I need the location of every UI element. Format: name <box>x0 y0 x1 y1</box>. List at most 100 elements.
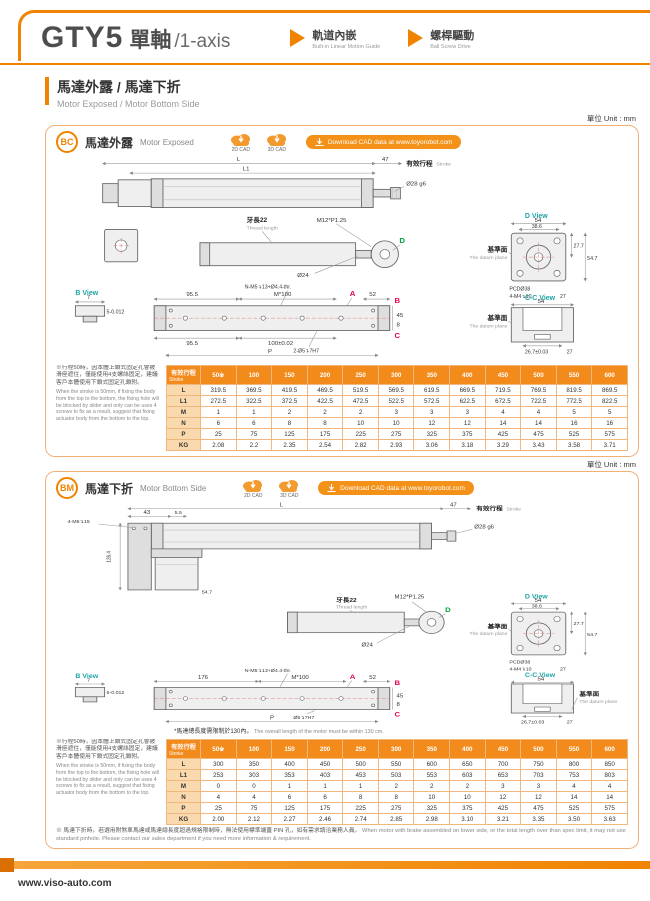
table-cell: 16 <box>555 417 593 429</box>
stroke-column-header: 600 <box>591 365 628 385</box>
dim-45: 45 <box>396 313 403 319</box>
table-cell: 722.5 <box>520 395 557 407</box>
table-cell: 353 <box>271 769 308 781</box>
table-cell: 25 <box>200 428 237 440</box>
stroke-column-header: 550 <box>555 365 593 385</box>
table-cell: 3 <box>520 780 557 792</box>
b-view-label: B View <box>75 673 99 680</box>
dim-L1: L1 <box>243 167 250 173</box>
dim-4-m5: 4-M5↴15 <box>68 519 90 525</box>
feature-ball-screw: 螺桿驅動 Ball Screw Drive <box>408 27 474 50</box>
section-title-en: Motor Exposed / Motor Bottom Side <box>57 99 200 109</box>
thread-length-en: Thread length <box>247 225 278 231</box>
cloud-download-icon <box>243 479 263 492</box>
dim-54-7-body: 54.7 <box>202 590 212 596</box>
bc-badge: BC <box>56 131 78 153</box>
unit-label: 單位 Unit : mm <box>586 114 636 123</box>
table-cell: 75 <box>235 428 273 440</box>
row-label: N <box>166 791 201 803</box>
dim-54: 54 <box>535 218 542 224</box>
cc-datum-zh: 基準面 <box>488 313 508 322</box>
table-cell: 2.74 <box>342 813 379 825</box>
table-cell: 372.5 <box>271 395 308 407</box>
table-cell: 3.21 <box>484 813 522 825</box>
feature2-en: Ball Screw Drive <box>430 43 471 50</box>
dim-n-m5: N-M5↴13+Ø4.4-thr. <box>245 668 292 674</box>
table-cell: 650 <box>449 758 486 770</box>
table-cell: 225 <box>342 428 379 440</box>
table-cell: 253 <box>200 769 237 781</box>
table-cell: 3.50 <box>555 813 593 825</box>
bm-panel: BM 馬達下折 Motor Bottom Side 2D CAD 3D CAD … <box>45 471 639 850</box>
arrow-icon <box>408 29 424 47</box>
table-cell: 8 <box>306 417 344 429</box>
row-label: M <box>166 780 201 792</box>
stroke-label-zh: 有效行程 <box>406 159 433 168</box>
bm-footnote: ※ 馬達下折時，若選用附煞車馬達或馬達總長度超過規格限制時，無法使用標準端蓋 P… <box>54 825 630 843</box>
dim-cc-54: 54 <box>538 299 545 305</box>
stroke-column-header: 150 <box>271 365 308 385</box>
dim-5-5: 5.5 <box>175 511 183 517</box>
table-cell: 2.85 <box>377 813 415 825</box>
table-cell: 14 <box>591 791 628 803</box>
datum-plane-zh: 基準面 <box>487 623 509 630</box>
dim-26-7: 26.7±0.03 <box>525 349 548 355</box>
thread-length-en: Thread length <box>336 605 368 611</box>
dim-4-m4: 4-M4↴10 <box>509 667 531 673</box>
dim-thread-spec: M12*P1.25 <box>317 218 348 224</box>
bm-cc-view <box>510 683 575 714</box>
dim-7: 7 <box>87 295 90 301</box>
dim-n-m5: N-M5↴13+Ø4.4-thr. <box>245 285 291 291</box>
table-cell: 569.5 <box>377 384 415 396</box>
table-cell: 272.5 <box>200 395 237 407</box>
marker-B: B <box>395 296 401 305</box>
dim-95-5-top: 95.5 <box>186 292 198 298</box>
row-label: L1 <box>166 395 201 407</box>
cad-3d-download-button[interactable]: 3D CAD <box>277 478 301 499</box>
dim-thread-spec: M12*P1.25 <box>395 595 425 601</box>
table-cell: 3.58 <box>555 439 593 451</box>
row-label: P <box>166 802 201 814</box>
stroke-column-header: 550 <box>555 739 593 759</box>
download-cad-link[interactable]: Download CAD data at www.toyorobot.com <box>318 481 474 495</box>
cc-datum-en: The datum plane <box>579 699 617 705</box>
table-cell: 2.93 <box>377 439 415 451</box>
dim-43: 43 <box>144 511 151 517</box>
download-cad-text: Download CAD data at www.toyorobot.com <box>327 138 453 146</box>
table-cell: 14 <box>484 417 522 429</box>
table-cell: 450 <box>306 758 344 770</box>
table-cell: 2.27 <box>271 813 308 825</box>
stroke-column-header: 500 <box>520 365 557 385</box>
marker-A: A <box>350 289 356 298</box>
table-cell: 669.5 <box>449 384 486 396</box>
bc-table-area: ※行程50時，因本體上鎖式固定孔會被滑座遮住，僅能使用4支螺絲固定，建議客戶本體… <box>54 363 630 451</box>
table-cell: 3.63 <box>591 813 628 825</box>
dim-24: Ø24 <box>297 273 309 279</box>
table-cell: 6 <box>271 791 308 803</box>
table-cell: 803 <box>591 769 628 781</box>
bm-dimension-lines <box>74 507 587 724</box>
table-cell: 769.5 <box>520 384 557 396</box>
bc-b-view <box>74 305 106 323</box>
cc-view-label: C-C View <box>525 672 556 679</box>
thread-length-zh: 牙長22 <box>247 215 268 224</box>
table-cell: 553 <box>413 769 451 781</box>
table-cell: 619.5 <box>413 384 451 396</box>
cloud-download-icon <box>230 133 250 146</box>
table-cell: 1 <box>200 406 237 418</box>
cad-3d-download-button[interactable]: 3D CAD <box>265 132 289 153</box>
table-cell: 3.35 <box>520 813 557 825</box>
table-cell: 12 <box>484 791 522 803</box>
table-cell: 600 <box>413 758 451 770</box>
table-cell: 5 <box>555 406 593 418</box>
dim-52: 52 <box>369 292 376 298</box>
download-cad-link[interactable]: Download CAD data at www.toyorobot.com <box>305 135 462 149</box>
table-cell: 3.18 <box>449 439 486 451</box>
table-cell: 653 <box>484 769 522 781</box>
dim-27: 27 <box>560 667 566 673</box>
cad-2d-download-button[interactable]: 2D CAD <box>241 478 265 499</box>
table-cell: 12 <box>449 417 486 429</box>
cad-2d-download-button[interactable]: 2D CAD <box>229 132 253 153</box>
